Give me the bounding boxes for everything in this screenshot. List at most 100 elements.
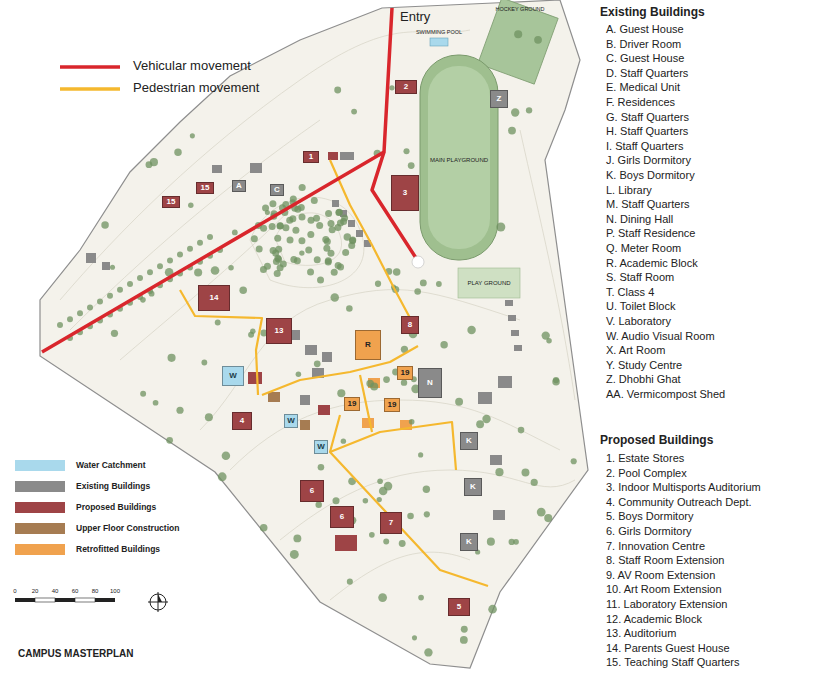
map-title: CAMPUS MASTERPLAN: [18, 648, 134, 659]
tree: [408, 162, 415, 169]
proposed-buildings: [248, 152, 357, 551]
tree: [335, 209, 342, 216]
list-item: J. Girls Dormitory: [606, 154, 691, 166]
tree: [67, 316, 73, 322]
trees: [57, 30, 577, 656]
callout-number: 6: [310, 487, 314, 495]
list-item: R. Academic Block: [606, 257, 698, 269]
contour-lines: [60, 30, 575, 600]
building-block: 6: [330, 506, 354, 528]
legend-swatch: [15, 481, 65, 492]
callout-number: 3: [403, 189, 407, 197]
legend-text: Vehicular movement: [133, 59, 251, 73]
area-label: MAIN PLAYGROUND: [430, 157, 488, 164]
legend-line-sample: [60, 65, 120, 69]
list-item: 6. Girls Dormitory: [606, 525, 692, 537]
tree: [292, 227, 299, 234]
tree: [534, 36, 542, 44]
tree: [290, 550, 299, 559]
tree: [137, 275, 143, 281]
tree: [531, 479, 538, 486]
legend-swatch: [15, 502, 65, 513]
list-item: AA. Vermicompost Shed: [606, 388, 725, 400]
callout-number: A: [236, 182, 242, 190]
callout-number: W: [287, 417, 295, 425]
list-item: V. Laboratory: [606, 315, 671, 327]
callout-number: 7: [389, 519, 393, 527]
building-block: 15: [196, 182, 214, 194]
building-block: K: [460, 533, 478, 551]
scale-number: 100: [110, 588, 120, 595]
tree: [316, 222, 323, 229]
tree: [513, 539, 519, 545]
callout-number: 4: [240, 417, 244, 425]
tree: [403, 148, 409, 154]
list-item: 10. Art Room Extension: [606, 583, 722, 595]
list-item: L. Library: [606, 184, 652, 196]
list-item: M. Staff Quarters: [606, 198, 690, 210]
tree: [363, 498, 369, 504]
callout-number: 15: [201, 184, 210, 192]
tree: [101, 221, 109, 229]
tree: [521, 469, 529, 477]
building-block: R: [355, 330, 381, 360]
tree: [276, 223, 283, 230]
tree: [307, 231, 314, 238]
building-block: 4: [232, 412, 252, 430]
legend-text: Pedestrian movement: [133, 81, 259, 95]
tree: [190, 133, 195, 138]
scale-number: 0: [13, 588, 16, 595]
legend-text: Retrofitted Buildings: [76, 545, 160, 554]
callout-number: 1: [309, 153, 313, 161]
tree: [87, 304, 93, 310]
legend-swatch: [15, 523, 65, 534]
tree: [324, 238, 331, 245]
tree: [317, 277, 324, 284]
tree: [251, 235, 258, 242]
callout-number: Z: [497, 95, 502, 103]
list-item: E. Medical Unit: [606, 81, 680, 93]
tree: [177, 252, 183, 258]
courts: [458, 268, 520, 298]
building-block: W: [222, 366, 244, 386]
list-item: C. Guest House: [606, 52, 684, 64]
building-block: Z: [490, 90, 508, 108]
site-boundary: [40, 0, 588, 668]
tree: [383, 538, 389, 544]
tree: [153, 400, 159, 406]
area-label: PLAY GROUND: [467, 280, 510, 287]
tree: [232, 230, 238, 236]
tree: [307, 268, 314, 275]
tree: [337, 263, 344, 270]
existing-buildings: [86, 152, 522, 520]
callout-number: 8: [408, 321, 412, 329]
tree: [318, 464, 325, 471]
tree: [436, 281, 442, 287]
tree: [187, 246, 193, 252]
callout-number: 13: [275, 327, 284, 335]
list-item: 5. Boys Dormitory: [606, 510, 693, 522]
building-block: 19: [384, 398, 400, 412]
tree: [383, 376, 390, 383]
legend-swatch: [15, 460, 65, 471]
tree: [336, 209, 343, 216]
vehicular-roads: [42, 8, 416, 352]
scale-number: 80: [92, 588, 99, 595]
tree: [526, 107, 532, 113]
tree: [369, 532, 375, 538]
tree: [280, 261, 287, 268]
tree: [544, 514, 552, 522]
tree: [440, 341, 447, 348]
building-block: W: [284, 414, 298, 428]
list-item: 1. Estate Stores: [606, 452, 684, 464]
tree: [149, 291, 155, 297]
tree: [344, 233, 351, 240]
tree: [511, 108, 519, 116]
tree: [296, 371, 302, 377]
callout-number: N: [427, 379, 433, 387]
list-item: P. Staff Residence: [606, 227, 696, 239]
scale-number: 60: [72, 588, 79, 595]
tree: [460, 636, 468, 644]
tree: [393, 268, 401, 276]
tree: [461, 626, 468, 633]
